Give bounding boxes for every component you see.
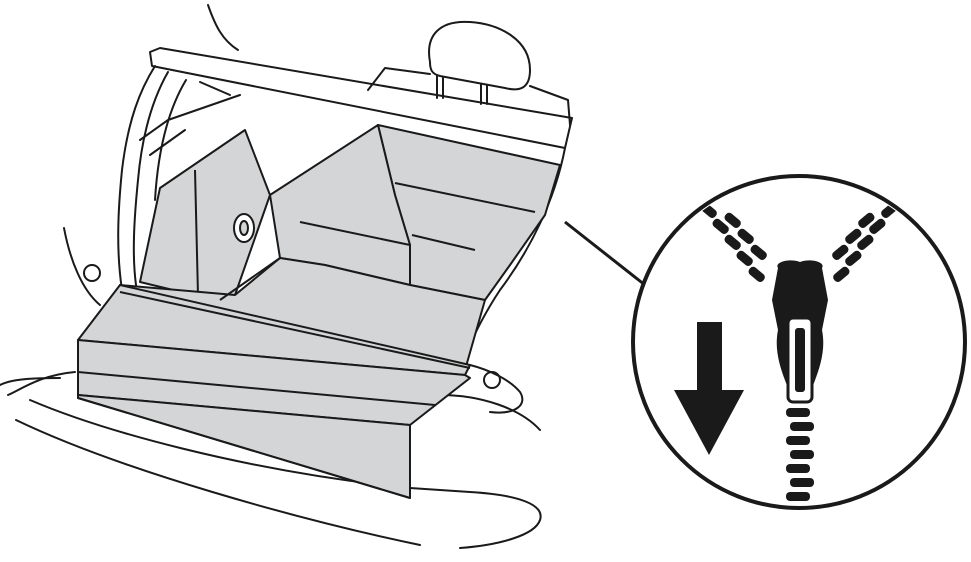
bumper-left-top	[8, 372, 75, 395]
right-light-circle	[484, 372, 500, 388]
headrest	[429, 22, 530, 90]
left-light-circle	[84, 265, 100, 281]
bumper-right	[410, 488, 541, 548]
zipper-detail-callout	[633, 176, 965, 515]
tie-down-ring-inner	[240, 221, 248, 235]
left-trim-top	[200, 82, 230, 95]
zipper-pull-tab-slot	[795, 328, 805, 392]
rear-roof-edge	[208, 5, 238, 50]
callout-leader-line	[565, 222, 645, 285]
